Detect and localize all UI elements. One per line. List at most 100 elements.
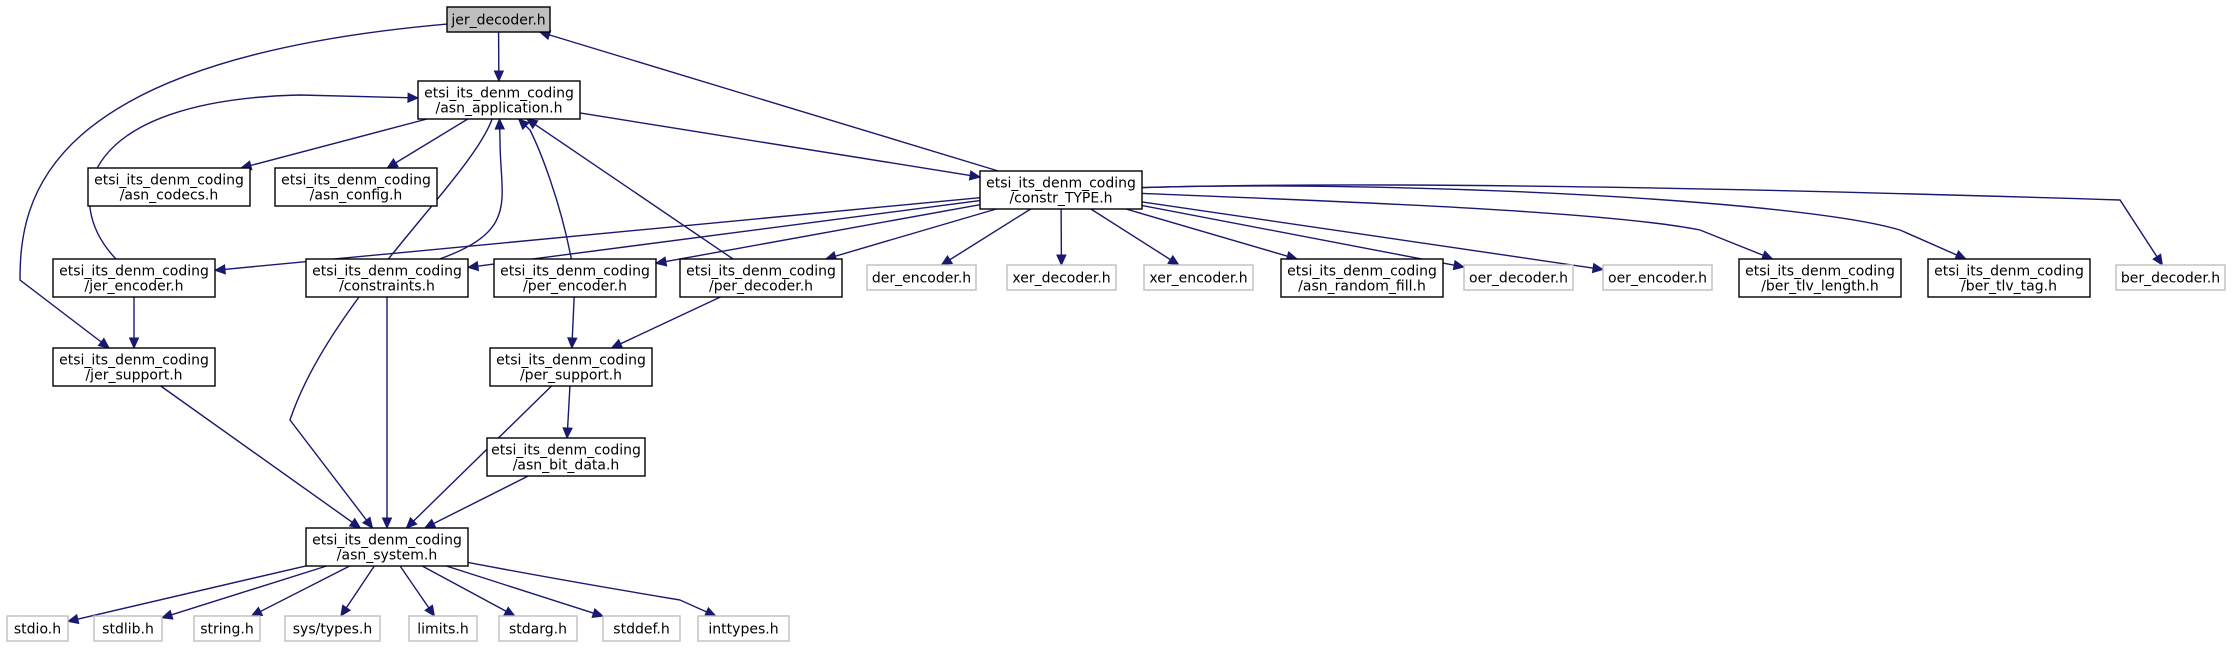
node-asn-system-label-line-1: etsi_its_denm_coding (312, 533, 462, 549)
edge-jer-encoder-to-asn-application (88, 92, 420, 260)
edge-per-support-to-asn-system-line (405, 385, 553, 529)
edge-per-encoder-to-per-support (567, 296, 578, 350)
node-oer-encoder-label-line-1: oer_encoder.h (1608, 271, 1707, 287)
edge-constraints-to-asn-application-line (439, 118, 503, 260)
node-asn-application-box (417, 80, 581, 120)
edge-constr-TYPE-to-constraints (466, 199, 981, 272)
node-jer-encoder-label-line-2: /jer_encoder.h (84, 279, 183, 295)
node-xer-encoder-box (1143, 264, 1254, 291)
node-xer-decoder: xer_decoder.h (1006, 264, 1117, 291)
node-jer-support-label-line-2: /jer_support.h (85, 368, 182, 384)
node-asn-random-fill[interactable]: etsi_its_denm_coding/asn_random_fill.h (1280, 258, 1444, 298)
node-jer-support-label-line-1: etsi_its_denm_coding (59, 353, 209, 369)
node-stdlib-box (93, 615, 163, 642)
node-asn-config-label-line-2: /asn_config.h (310, 188, 403, 204)
node-asn-system[interactable]: etsi_its_denm_coding/asn_system.h (305, 527, 469, 567)
node-der-encoder-box (866, 264, 977, 291)
node-ber-decoder: ber_decoder.h (2115, 264, 2226, 291)
edge-per-encoder-to-asn-application-arrowhead (517, 118, 530, 131)
edge-jer-encoder-to-asn-application-arrowhead (407, 92, 420, 103)
node-per-decoder-label-line-1: etsi_its_denm_coding (686, 264, 836, 280)
edge-jer-decoder-to-jer-support (19, 23, 448, 349)
node-string-box (193, 615, 261, 642)
node-ber-tlv-tag[interactable]: etsi_its_denm_coding/ber_tlv_tag.h (1927, 258, 2091, 298)
edge-constr-TYPE-to-jer-encoder-arrowhead (213, 264, 226, 275)
node-inttypes: inttypes.h (697, 615, 790, 642)
node-jer-support[interactable]: etsi_its_denm_coding/jer_support.h (52, 347, 216, 387)
node-jer-encoder-label-line-1: etsi_its_denm_coding (59, 264, 209, 280)
edge-constr-TYPE-to-der-encoder-line (941, 208, 1032, 266)
edge-constr-TYPE-to-ber-tlv-length (1141, 192, 1774, 260)
node-per-decoder-label-line-2: /per_decoder.h (709, 279, 813, 295)
edge-asn-system-to-stdlib (160, 565, 327, 620)
edge-constr-TYPE-to-asn-random-fill-line (1125, 208, 1298, 260)
edge-asn-bit-data-to-asn-system (423, 475, 529, 529)
edge-constr-TYPE-to-jer-encoder (213, 196, 981, 275)
edge-jer-support-to-asn-system-arrowhead (348, 517, 362, 529)
edge-constr-TYPE-to-ber-tlv-tag-arrowhead (1954, 249, 1967, 260)
node-per-decoder[interactable]: etsi_its_denm_coding/per_decoder.h (679, 258, 843, 298)
edge-per-decoder-to-per-support-arrowhead (610, 338, 624, 349)
edge-jer-decoder-to-asn-application-arrowhead (493, 70, 505, 83)
node-xer-encoder: xer_encoder.h (1143, 264, 1254, 291)
node-jer-encoder[interactable]: etsi_its_denm_coding/jer_encoder.h (52, 258, 216, 298)
node-stdarg: stdarg.h (498, 615, 578, 642)
node-constraints[interactable]: etsi_its_denm_coding/constraints.h (305, 258, 469, 298)
node-constr-TYPE-label-line-2: /constr_TYPE.h (1009, 191, 1112, 207)
edge-constr-TYPE-to-ber-decoder-arrowhead (2152, 253, 2164, 267)
edge-constr-TYPE-to-constraints-line (467, 199, 981, 269)
node-asn-codecs-label-line-1: etsi_its_denm_coding (94, 173, 244, 189)
edge-asn-system-to-limits (399, 565, 436, 618)
edge-asn-system-to-stddef-line (446, 565, 604, 617)
node-oer-decoder-box (1463, 264, 1574, 291)
edge-asn-application-to-asn-config-line (386, 118, 469, 169)
edge-constr-TYPE-to-ber-tlv-length-arrowhead (1760, 250, 1774, 260)
edge-per-support-to-asn-system-arrowhead (405, 516, 418, 529)
node-stdarg-label-line-1: stdarg.h (509, 622, 567, 638)
node-asn-bit-data-label-line-1: etsi_its_denm_coding (491, 443, 641, 459)
node-ber-tlv-length[interactable]: etsi_its_denm_coding/ber_tlv_length.h (1738, 258, 1902, 298)
node-asn-random-fill-box (1280, 258, 1444, 298)
edge-constr-TYPE-to-xer-decoder (1056, 208, 1067, 267)
node-asn-application[interactable]: etsi_its_denm_coding/asn_application.h (417, 80, 581, 120)
edge-per-decoder-to-asn-application-line (526, 118, 734, 260)
node-asn-bit-data[interactable]: etsi_its_denm_coding/asn_bit_data.h (486, 437, 646, 477)
node-der-encoder-label-line-1: der_encoder.h (872, 271, 971, 287)
node-per-encoder-label-line-1: etsi_its_denm_coding (500, 264, 650, 280)
node-jer-decoder-box (446, 6, 551, 33)
edge-asn-application-to-constr-TYPE (579, 112, 982, 181)
node-per-encoder[interactable]: etsi_its_denm_coding/per_encoder.h (493, 258, 657, 298)
edge-per-decoder-to-asn-application-arrowhead (525, 118, 539, 130)
edge-asn-system-to-stdarg-arrowhead (503, 606, 516, 617)
edge-per-decoder-to-per-support-line (611, 296, 721, 349)
node-asn-system-label-line-2: /asn_system.h (337, 548, 437, 564)
node-xer-decoder-box (1006, 264, 1117, 291)
node-string-label-line-1: string.h (200, 622, 254, 638)
edge-jer-decoder-to-jer-support-arrowhead (97, 337, 111, 349)
edge-per-support-to-asn-system (405, 385, 553, 529)
edge-asn-application-to-asn-system (289, 118, 493, 529)
node-per-support[interactable]: etsi_its_denm_coding/per_support.h (489, 347, 653, 387)
edge-asn-system-to-stdio (66, 565, 307, 625)
edge-constraints-to-asn-application-arrowhead (494, 117, 506, 130)
edge-asn-system-to-limits-arrowhead (424, 604, 436, 618)
edge-asn-system-to-string-arrowhead (250, 606, 264, 617)
node-sys-types: sys/types.h (284, 615, 381, 642)
node-asn-system-box (305, 527, 469, 567)
node-constraints-label-line-2: /constraints.h (339, 279, 435, 295)
edge-constr-TYPE-to-oer-encoder-arrowhead (1591, 262, 1605, 274)
node-stdio: stdio.h (6, 615, 69, 642)
node-constr-TYPE[interactable]: etsi_its_denm_coding/constr_TYPE.h (979, 170, 1143, 210)
node-asn-codecs[interactable]: etsi_its_denm_coding/asn_codecs.h (87, 167, 251, 207)
edge-constr-TYPE-to-per-encoder-line (655, 203, 981, 265)
edge-per-support-to-asn-bit-data-arrowhead (562, 427, 573, 440)
edge-constraints-to-asn-application (439, 117, 506, 260)
edge-asn-application-to-asn-system-arrowhead (361, 516, 374, 529)
edge-per-encoder-to-asn-application (517, 118, 573, 260)
node-asn-codecs-box (87, 167, 251, 207)
node-asn-bit-data-label-line-2: /asn_bit_data.h (513, 458, 620, 474)
node-jer-decoder[interactable]: jer_decoder.h (446, 6, 551, 33)
node-constr-TYPE-box (979, 170, 1143, 210)
node-asn-config[interactable]: etsi_its_denm_coding/asn_config.h (274, 167, 438, 207)
